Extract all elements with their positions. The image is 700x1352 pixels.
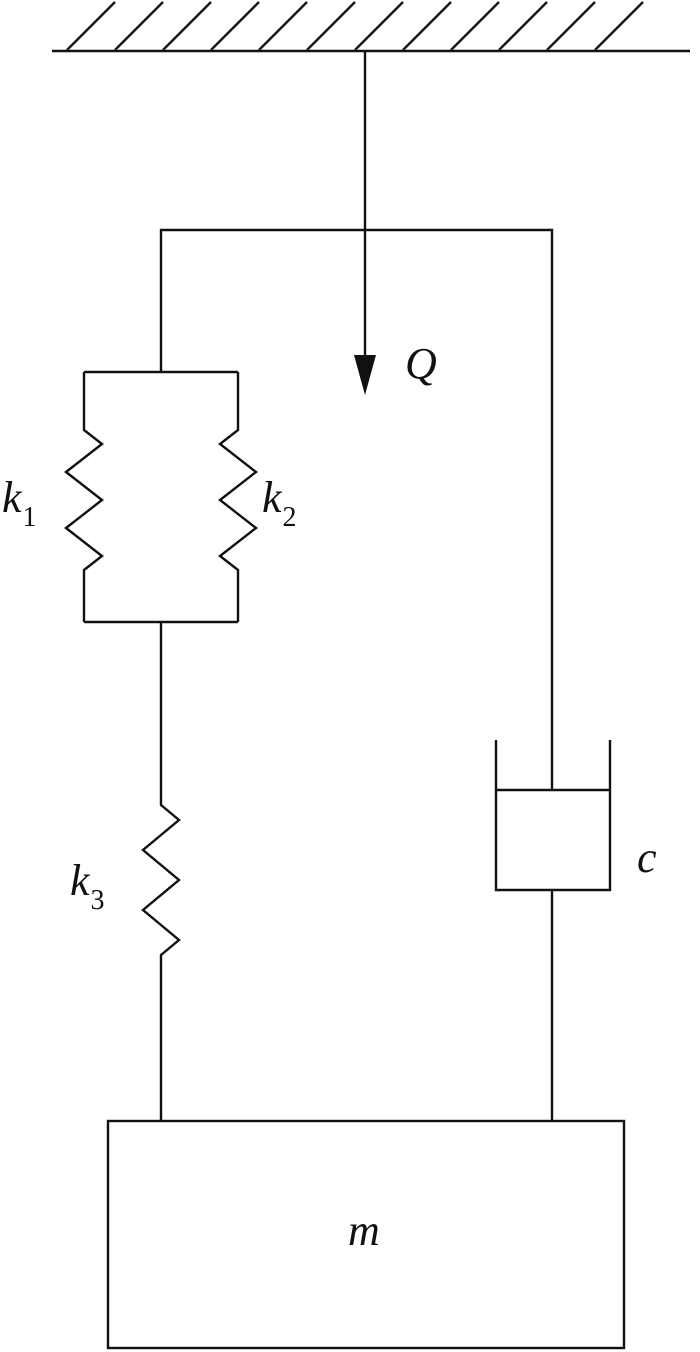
ceiling-hatch-mark <box>498 1 548 51</box>
damper-label: c <box>637 833 657 882</box>
ceiling-hatch-mark <box>66 1 116 51</box>
damper: c <box>494 740 657 1121</box>
spring-k1 <box>64 372 104 622</box>
top-frame <box>159 228 554 790</box>
spring-k2-label: k2 <box>262 473 297 533</box>
spring-k3 <box>141 622 181 1121</box>
fixed-ceiling <box>52 1 690 53</box>
spring-k3-label: k3 <box>70 856 105 916</box>
ceiling-hatch-mark <box>450 1 500 51</box>
ceiling-hatch-mark <box>162 1 212 51</box>
ceiling-hatch-mark <box>258 1 308 51</box>
ceiling-hatch-mark <box>306 1 356 51</box>
ceiling-hatch-mark <box>354 1 404 51</box>
ceiling-hatch-mark <box>210 1 260 51</box>
mass-block: m <box>106 1119 626 1350</box>
force-label: Q <box>405 339 437 388</box>
ceiling-hatch-mark <box>594 1 644 51</box>
ceiling-hatch-mark <box>546 1 596 51</box>
parallel-springs: k1 k2 <box>2 370 297 624</box>
spring-k2 <box>218 372 258 622</box>
force-arrow-head <box>354 355 376 395</box>
spring-k1-label: k1 <box>2 473 37 533</box>
mass-rectangle <box>106 1119 626 1350</box>
mass-label: m <box>348 1206 380 1255</box>
ceiling-hatching <box>66 1 644 51</box>
force-arrow: Q <box>354 51 437 395</box>
ceiling-hatch-mark <box>402 1 452 51</box>
ceiling-hatch-mark <box>114 1 164 51</box>
series-spring: k3 <box>70 622 181 1121</box>
